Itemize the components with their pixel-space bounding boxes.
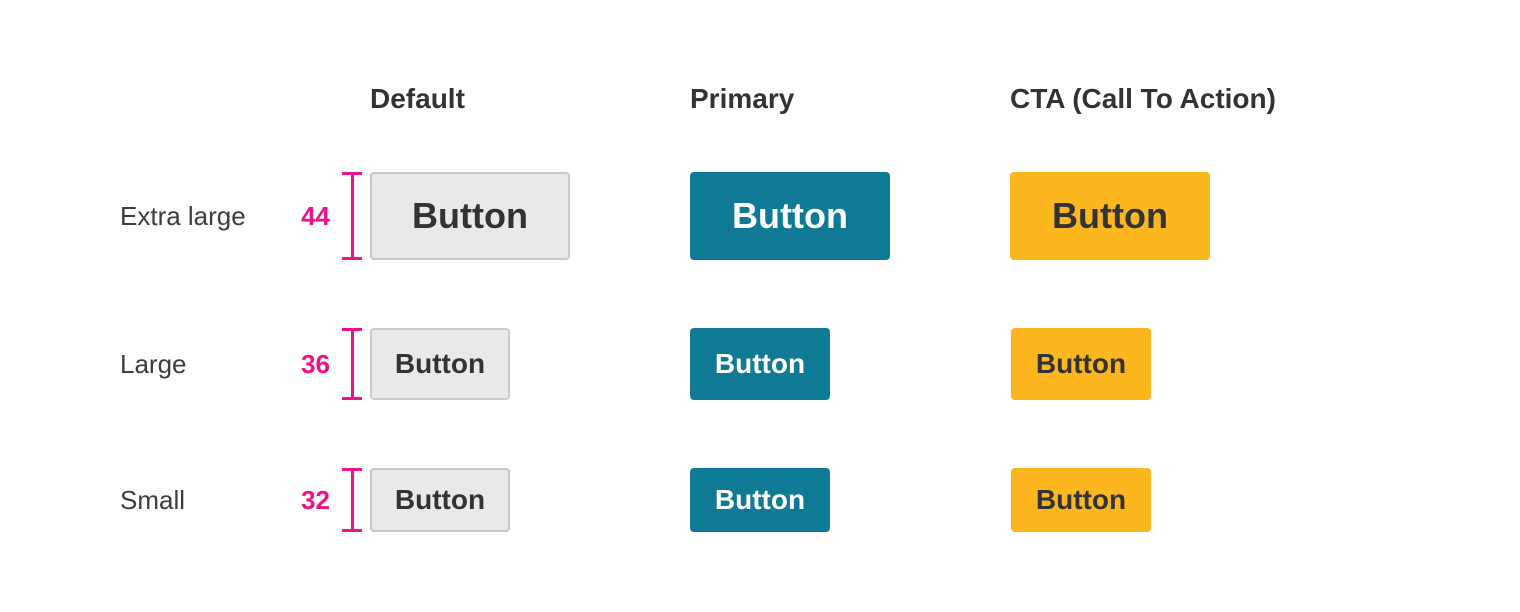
ruler-line [350, 331, 354, 397]
height-ruler-extra-large [342, 172, 362, 260]
default-button-small[interactable]: Button [370, 468, 510, 532]
primary-button-large[interactable]: Button [690, 328, 830, 400]
cta-button-small[interactable]: Button [1011, 468, 1151, 532]
size-value-extra-large: 44 [301, 201, 330, 231]
row-label-extra-large: Extra large [120, 201, 246, 231]
size-value-small: 32 [301, 485, 330, 515]
default-button-extra-large[interactable]: Button [370, 172, 570, 260]
ruler-line [350, 175, 354, 257]
column-header-default: Default [370, 83, 465, 114]
primary-button-extra-large[interactable]: Button [690, 172, 890, 260]
size-value-large: 36 [301, 349, 330, 379]
column-header-primary: Primary [690, 83, 795, 114]
primary-button-small[interactable]: Button [690, 468, 830, 532]
row-label-large: Large [120, 349, 187, 379]
height-ruler-large [342, 328, 362, 400]
row-label-small: Small [120, 485, 186, 515]
default-button-large[interactable]: Button [370, 328, 510, 400]
column-header-cta: CTA (Call To Action) [1010, 83, 1276, 114]
height-ruler-small [342, 468, 362, 532]
cta-button-extra-large[interactable]: Button [1010, 172, 1210, 260]
cta-button-large[interactable]: Button [1011, 328, 1151, 400]
ruler-line [350, 471, 354, 529]
